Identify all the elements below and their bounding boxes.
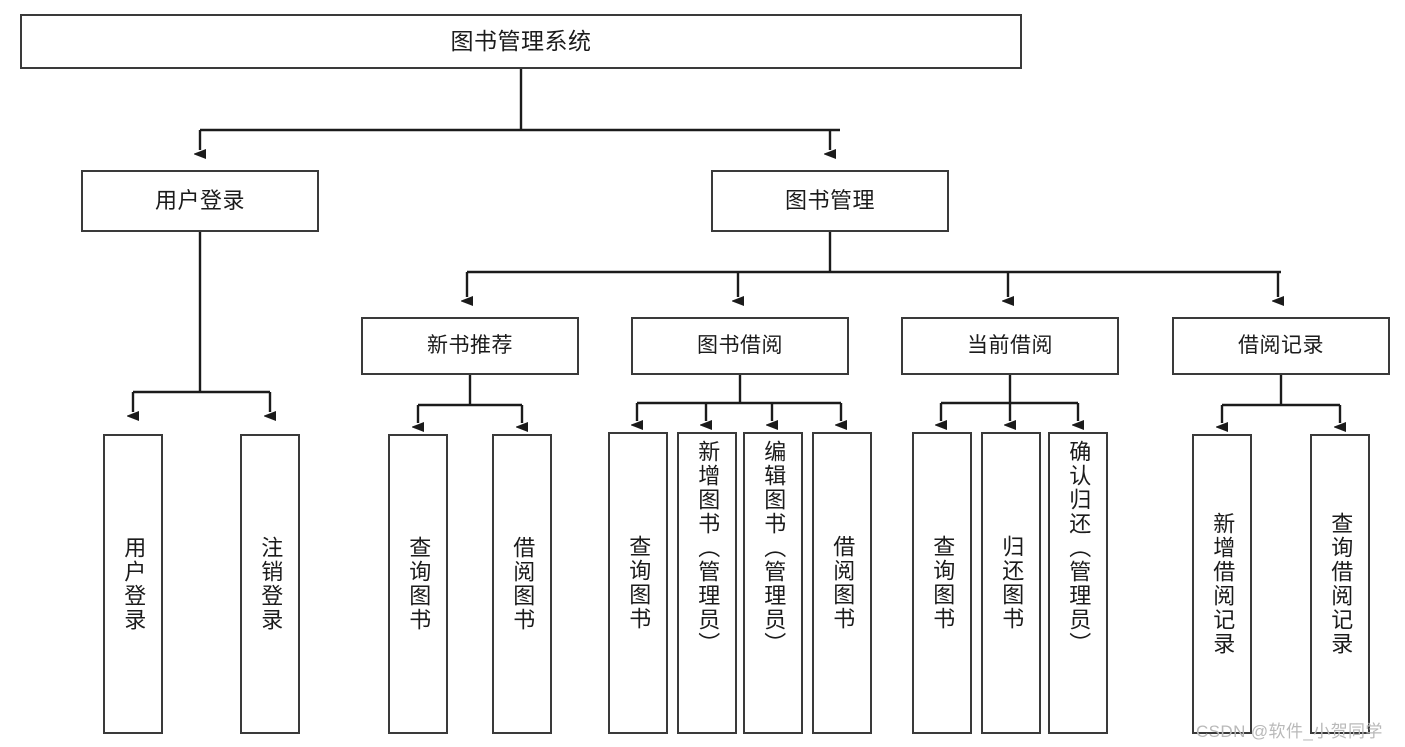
csdn-watermark: CSDN @软件_小贺同学: [1196, 722, 1383, 741]
node-root-book-management-system[interactable]: 图书管理系统: [20, 14, 1022, 69]
leaf-label: 查询图书: [626, 535, 652, 631]
node-current-borrow[interactable]: 当前借阅: [901, 317, 1119, 375]
node-book-borrow-label: 图书借阅: [697, 334, 783, 358]
leaf-label: 查询图书: [930, 535, 956, 631]
leaf-label: 查询图书: [406, 536, 432, 632]
leaf-current-borrow-query-books[interactable]: 查询图书: [912, 432, 972, 734]
node-borrow-record[interactable]: 借阅记录: [1172, 317, 1390, 375]
leaf-borrow-record-query-record[interactable]: 查询借阅记录: [1310, 434, 1370, 734]
leaf-label: 归还图书: [999, 535, 1025, 631]
leaf-label: 新增借阅记录: [1210, 512, 1236, 656]
leaf-new-book-borrow-books[interactable]: 借阅图书: [492, 434, 552, 734]
leaf-current-borrow-return-books[interactable]: 归还图书: [981, 432, 1041, 734]
leaf-book-borrow-add-book-admin[interactable]: 新增图书（管理员）: [677, 432, 737, 734]
node-user-login-label: 用户登录: [154, 188, 245, 214]
leaf-user-login-sign-out[interactable]: 注销登录: [240, 434, 300, 734]
leaf-label: 查询借阅记录: [1328, 512, 1354, 656]
leaf-book-borrow-borrow-books[interactable]: 借阅图书: [812, 432, 872, 734]
leaf-current-borrow-confirm-return-admin[interactable]: 确认归还（管理员）: [1048, 432, 1108, 734]
leaf-label: 借阅图书: [510, 536, 536, 632]
node-book-borrow[interactable]: 图书借阅: [631, 317, 849, 375]
leaf-label: 确认归还（管理员）: [1066, 440, 1092, 656]
node-current-borrow-label: 当前借阅: [967, 334, 1053, 358]
leaf-new-book-query-books[interactable]: 查询图书: [388, 434, 448, 734]
node-book-management-label: 图书管理: [784, 188, 875, 214]
leaf-label: 借阅图书: [830, 535, 856, 631]
leaf-book-borrow-edit-book-admin[interactable]: 编辑图书（管理员）: [743, 432, 803, 734]
node-borrow-record-label: 借阅记录: [1238, 334, 1324, 358]
leaf-label: 编辑图书（管理员）: [761, 440, 787, 656]
leaf-label: 用户登录: [121, 536, 147, 632]
node-book-management[interactable]: 图书管理: [711, 170, 949, 232]
leaf-label: 新增图书（管理员）: [695, 440, 721, 656]
leaf-borrow-record-add-record[interactable]: 新增借阅记录: [1192, 434, 1252, 734]
leaf-user-login-sign-in[interactable]: 用户登录: [103, 434, 163, 734]
leaf-label: 注销登录: [258, 536, 284, 632]
node-root-label: 图书管理系统: [450, 28, 592, 55]
node-new-book-recommend[interactable]: 新书推荐: [361, 317, 579, 375]
leaf-book-borrow-query-books[interactable]: 查询图书: [608, 432, 668, 734]
node-user-login[interactable]: 用户登录: [81, 170, 319, 232]
node-new-book-recommend-label: 新书推荐: [427, 334, 513, 358]
